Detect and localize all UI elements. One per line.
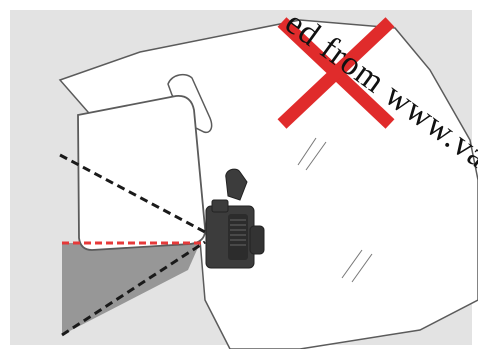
lower-sight-line	[61, 240, 206, 337]
glass-reflections	[297, 137, 373, 283]
dashcam-mount	[225, 168, 248, 201]
rear-view-mirror	[77, 95, 206, 251]
upper-sight-line	[59, 153, 206, 234]
dashcam	[205, 199, 265, 269]
red-x-icon	[277, 17, 395, 129]
